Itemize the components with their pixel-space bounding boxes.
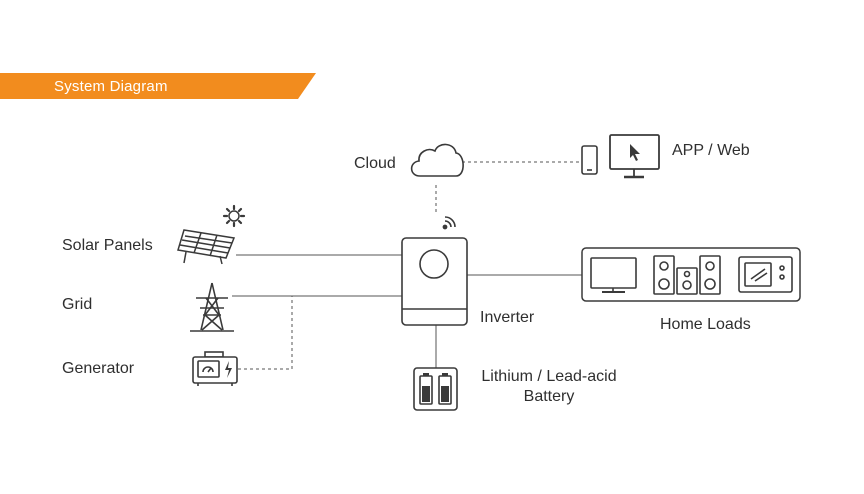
battery-label: Lithium / Lead-acid Battery: [466, 368, 632, 406]
home-loads-label: Home Loads: [660, 316, 751, 333]
battery-label-line1: Lithium / Lead-acid: [481, 368, 617, 385]
microwave-icon: [738, 256, 793, 293]
solar-panel-icon: [177, 229, 236, 265]
inverter-label: Inverter: [480, 309, 535, 326]
cloud-icon: [410, 143, 464, 177]
speaker-icon: [653, 255, 721, 295]
sun-icon: [222, 204, 246, 228]
battery-label-line2: Battery: [523, 388, 575, 405]
phone-icon: [581, 145, 598, 175]
connection-lines: [232, 161, 582, 370]
solar-panels-label: Solar Panels: [62, 237, 153, 254]
generator-label: Generator: [62, 360, 135, 377]
inverter-icon: [401, 237, 468, 326]
cloud-label: Cloud: [354, 155, 396, 172]
battery-icon: [413, 367, 458, 411]
generator-icon: [192, 351, 238, 386]
pylon-icon: [190, 282, 234, 332]
wifi-icon: [442, 216, 456, 230]
tv-icon: [590, 257, 637, 293]
app-web-label: APP / Web: [672, 142, 750, 159]
header-banner: [0, 73, 316, 99]
grid-label: Grid: [62, 296, 93, 313]
monitor-icon: [609, 134, 660, 179]
section-title: System Diagram: [54, 78, 168, 95]
generator-link: [238, 296, 293, 370]
